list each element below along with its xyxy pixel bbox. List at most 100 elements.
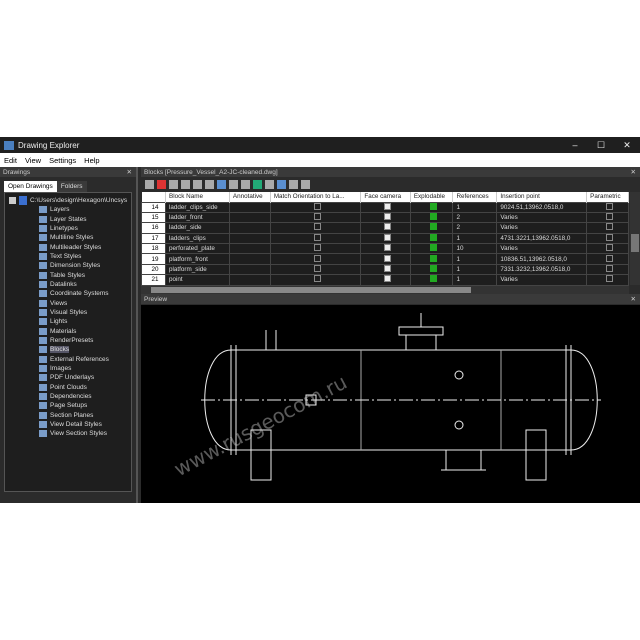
checkbox-checked[interactable]: [429, 275, 437, 283]
tree-item[interactable]: Point Clouds: [9, 383, 131, 392]
tree-item[interactable]: External References: [9, 355, 131, 364]
tree-item[interactable]: Blocks: [9, 345, 131, 354]
checkbox[interactable]: [383, 244, 391, 252]
checkbox-checked[interactable]: [429, 223, 437, 231]
checkbox[interactable]: [313, 265, 321, 273]
checkbox[interactable]: [605, 223, 613, 231]
tree-item[interactable]: Page Setups: [9, 401, 131, 410]
column-header[interactable]: Match Orientation to La...: [270, 192, 362, 202]
new-block-icon[interactable]: [145, 180, 154, 189]
checkbox-checked[interactable]: [429, 233, 437, 241]
column-header[interactable]: References: [452, 192, 498, 202]
tree-view-icon[interactable]: [301, 180, 310, 189]
column-header[interactable]: Explodable: [410, 192, 454, 202]
checkbox[interactable]: [313, 202, 321, 210]
tree-item[interactable]: View Detail Styles: [9, 420, 131, 429]
checkbox-checked[interactable]: [429, 254, 437, 262]
close-icon[interactable]: ✕: [630, 169, 636, 176]
checkbox[interactable]: [313, 223, 321, 231]
tree-item[interactable]: Datalinks: [9, 280, 131, 289]
checkbox-checked[interactable]: [429, 265, 437, 273]
tree-root[interactable]: C:\Users\design\Hexagon\Uncsys: [9, 195, 131, 205]
export-icon[interactable]: [205, 180, 214, 189]
tree-item[interactable]: View Section Styles: [9, 429, 131, 438]
copy-icon[interactable]: [229, 180, 238, 189]
checkbox[interactable]: [383, 202, 391, 210]
checkbox[interactable]: [605, 254, 613, 262]
tree-item[interactable]: PDF Underlays: [9, 373, 131, 382]
checkbox[interactable]: [383, 213, 391, 221]
purge-icon[interactable]: [169, 180, 178, 189]
refresh-icon[interactable]: [265, 180, 274, 189]
close-icon[interactable]: ✕: [126, 169, 132, 176]
tree-item[interactable]: Section Planes: [9, 411, 131, 420]
tree-item[interactable]: Multiline Styles: [9, 233, 131, 242]
checkbox[interactable]: [383, 223, 391, 231]
checkbox[interactable]: [313, 213, 321, 221]
vertical-scrollbar[interactable]: [630, 192, 640, 285]
menu-settings[interactable]: Settings: [49, 155, 77, 165]
checkbox-checked[interactable]: [429, 202, 437, 210]
checkbox[interactable]: [605, 275, 613, 283]
cut-icon[interactable]: [217, 180, 226, 189]
checkbox[interactable]: [383, 265, 391, 273]
menu-view[interactable]: View: [24, 155, 42, 165]
tree-item[interactable]: Dependencies: [9, 392, 131, 401]
column-header[interactable]: Face camera: [360, 192, 411, 202]
column-header[interactable]: [141, 192, 166, 202]
tree-item[interactable]: RenderPresets: [9, 336, 131, 345]
table-view-icon[interactable]: [277, 180, 286, 189]
list-view-icon[interactable]: [289, 180, 298, 189]
tree-item[interactable]: Multileader Styles: [9, 242, 131, 251]
tab-folders[interactable]: Folders: [56, 181, 87, 192]
paste-icon[interactable]: [241, 180, 250, 189]
checkbox-checked[interactable]: [429, 244, 437, 252]
checkbox[interactable]: [313, 275, 321, 283]
checkbox[interactable]: [605, 244, 613, 252]
menu-edit[interactable]: Edit: [4, 155, 17, 165]
tree-item[interactable]: Lights: [9, 317, 131, 326]
horizontal-scrollbar[interactable]: [141, 285, 629, 294]
checkbox[interactable]: [313, 244, 321, 252]
tab-open-drawings[interactable]: Open Drawings: [4, 181, 57, 192]
insert-icon[interactable]: [181, 180, 190, 189]
checkbox[interactable]: [383, 254, 391, 262]
tree-item[interactable]: Linetypes: [9, 224, 131, 233]
tree-item[interactable]: Layer States: [9, 214, 131, 223]
checkbox[interactable]: [383, 275, 391, 283]
checkbox-checked[interactable]: [429, 213, 437, 221]
checkbox[interactable]: [605, 233, 613, 241]
tree-item[interactable]: Coordinate Systems: [9, 289, 131, 298]
minimize-button[interactable]: –: [572, 139, 578, 150]
column-header[interactable]: Parametric: [586, 192, 629, 202]
tree-item[interactable]: Materials: [9, 326, 131, 335]
checkbox[interactable]: [313, 233, 321, 241]
checkbox[interactable]: [605, 213, 613, 221]
tree-item[interactable]: Text Styles: [9, 252, 131, 261]
column-header[interactable]: Insertion point: [496, 192, 588, 202]
checkbox[interactable]: [605, 265, 613, 273]
tree-item[interactable]: Images: [9, 364, 131, 373]
close-icon[interactable]: ✕: [630, 296, 636, 303]
checkbox[interactable]: [313, 254, 321, 262]
checkbox[interactable]: [383, 233, 391, 241]
delete-icon[interactable]: [157, 180, 166, 189]
excel-icon[interactable]: [253, 180, 262, 189]
print-icon[interactable]: [193, 180, 202, 189]
column-header[interactable]: Annotative: [229, 192, 271, 202]
close-button[interactable]: ✕: [623, 139, 631, 150]
tree-item[interactable]: Views: [9, 298, 131, 307]
menu-help[interactable]: Help: [84, 155, 100, 165]
collapse-icon[interactable]: [9, 196, 16, 204]
tree-item[interactable]: Dimension Styles: [9, 261, 131, 270]
column-header[interactable]: Block Name: [165, 192, 230, 202]
tree-item[interactable]: Table Styles: [9, 270, 131, 279]
